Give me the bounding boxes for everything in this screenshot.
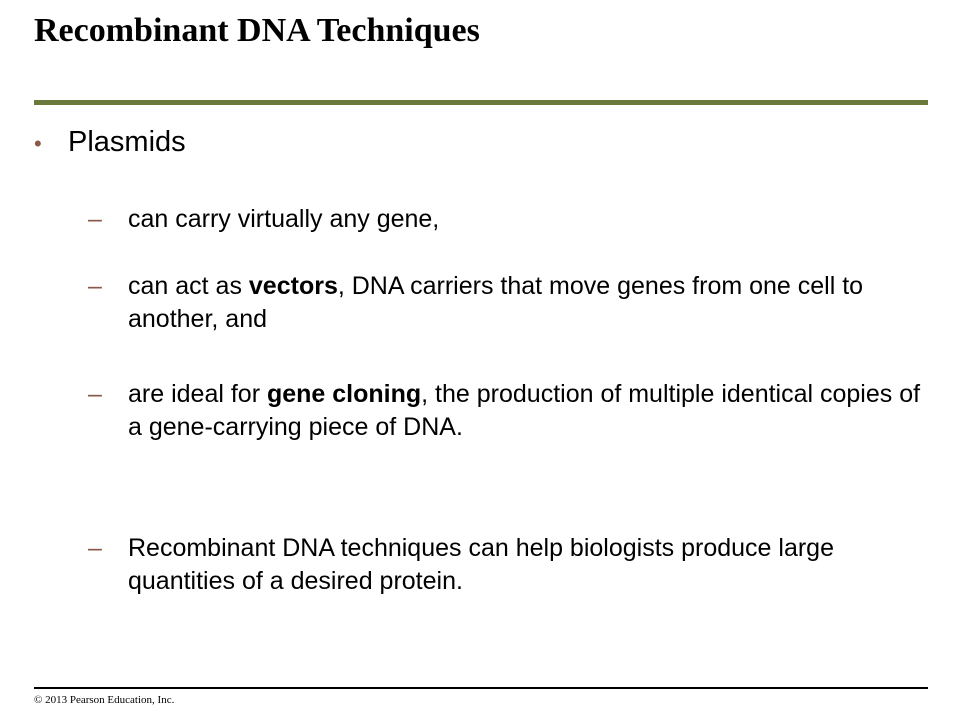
sub-item-4-text: Recombinant DNA techniques can help biol… <box>128 534 834 595</box>
dash-marker: – <box>88 272 102 300</box>
sub-item-3-pre: are ideal for <box>128 380 267 408</box>
copyright-text: © 2013 Pearson Education, Inc. <box>34 694 175 706</box>
sub-item-4: – Recombinant DNA techniques can help bi… <box>88 532 928 598</box>
bullet-text: Plasmids <box>68 126 186 158</box>
term-vectors: vectors <box>248 272 338 300</box>
footer-divider <box>34 687 928 689</box>
term-gene-cloning: gene cloning <box>266 380 422 408</box>
sub-item-2-post: , DNA carriers that move genes from one … <box>128 272 864 333</box>
sub-item-2-pre: can act as <box>128 272 249 300</box>
sub-item-3-post: , the production of multiple identical c… <box>128 380 921 441</box>
sub-item-1: – can carry virtually any gene, <box>88 203 928 236</box>
title-divider <box>34 100 928 105</box>
slide-title: Recombinant DNA Techniques <box>34 12 480 49</box>
dash-marker: – <box>88 380 102 408</box>
bullet-plasmids: • Plasmids <box>34 126 186 159</box>
sub-item-3: – are ideal for gene cloning, the produc… <box>88 378 928 444</box>
dash-marker: – <box>88 534 102 562</box>
bullet-marker: • <box>34 131 42 156</box>
sub-item-1-text: can carry virtually any gene, <box>128 205 440 233</box>
dash-marker: – <box>88 205 102 233</box>
sub-item-2: – can act as vectors, DNA carriers that … <box>88 270 928 336</box>
